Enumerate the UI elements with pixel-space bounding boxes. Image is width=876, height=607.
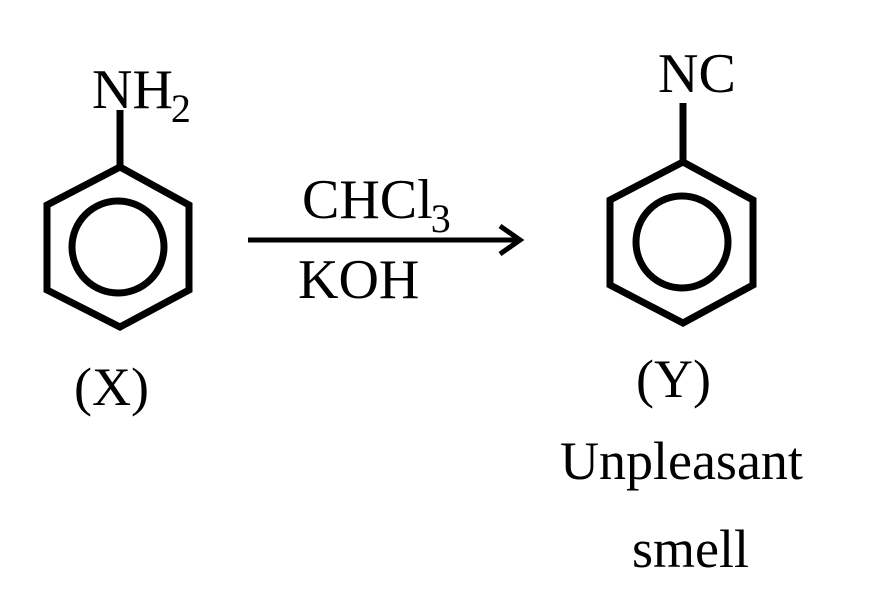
reaction-arrow-head [498,223,525,257]
reagent-chloroform-subscript: 3 [430,196,451,241]
reactant-ring-aromatic-circle [68,197,168,297]
product-ring-hexagon [606,158,757,327]
reagent-chloroform: CHCl3 [302,169,451,239]
reactant-amine-main: NH [92,59,173,121]
reaction-arrow [248,223,525,257]
reactant-amine-subscript: 2 [170,86,191,131]
reagent-chloroform-main: CHCl [302,169,433,231]
reactant-amine-group: NH2 [92,59,191,129]
reactant-label: (X) [74,357,149,417]
reactant-benzene-ring [43,110,193,331]
product-description-line2: smell [632,519,749,579]
product-ring-aromatic-circle [632,192,732,292]
product-benzene-ring [606,103,757,327]
product-isocyanide-group: NC [658,43,736,105]
product-label: (Y) [636,349,711,409]
product-description-line1: Unpleasant [560,431,803,491]
reagent-base: KOH [298,249,420,311]
reactant-ring-hexagon [43,163,193,331]
